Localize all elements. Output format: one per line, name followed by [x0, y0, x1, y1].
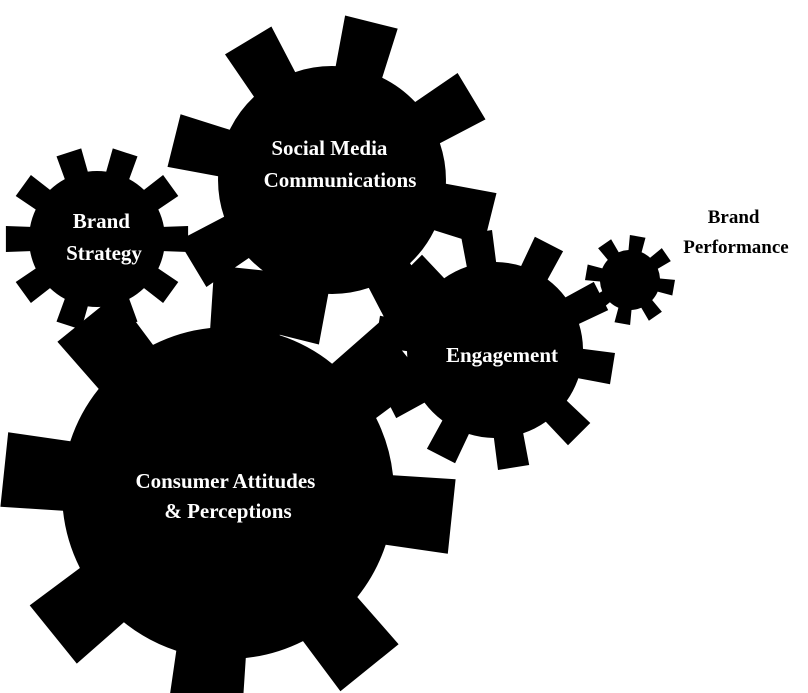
- gear-brand-strategy-line-1: Brand: [73, 209, 131, 233]
- gear-brand-strategy-label: Brand Strategy: [66, 209, 142, 265]
- gear-consumer-attitudes-line-1: Consumer Attitudes: [135, 469, 315, 493]
- gear-consumer-attitudes-shape: [0, 265, 456, 693]
- gear-social-media-label: Social Media Communications: [264, 136, 417, 192]
- gear-brand-strategy-line-2: Strategy: [66, 241, 142, 265]
- gear-brand-performance: Brand Performance: [585, 207, 789, 325]
- gear-brand-strategy: Brand Strategy: [5, 148, 189, 330]
- gear-social-media-shape: [167, 15, 497, 345]
- gear-consumer-attitudes-label: Consumer Attitudes & Perceptions: [135, 469, 320, 523]
- gear-social-media-line-2: Communications: [264, 168, 417, 192]
- gear-brand-performance-line-2: Performance: [683, 237, 789, 258]
- gear-engagement: Engagement: [375, 230, 615, 470]
- gear-engagement-label: Engagement: [446, 343, 558, 367]
- gear-brand-strategy-shape: [5, 148, 189, 330]
- gear-engagement-shape: [375, 230, 615, 470]
- gear-social-media-line-1: Social Media: [271, 136, 388, 160]
- gear-consumer-attitudes-line-2: & Perceptions: [164, 499, 291, 523]
- gear-brand-performance-label: Brand Performance: [683, 207, 789, 258]
- gear-engagement-line-1: Engagement: [446, 343, 558, 367]
- gear-consumer-attitudes: Consumer Attitudes & Perceptions: [0, 265, 456, 693]
- gear-brand-performance-shape: [585, 235, 675, 325]
- gear-social-media: Social Media Communications: [167, 15, 497, 345]
- gear-brand-performance-line-1: Brand: [708, 207, 760, 228]
